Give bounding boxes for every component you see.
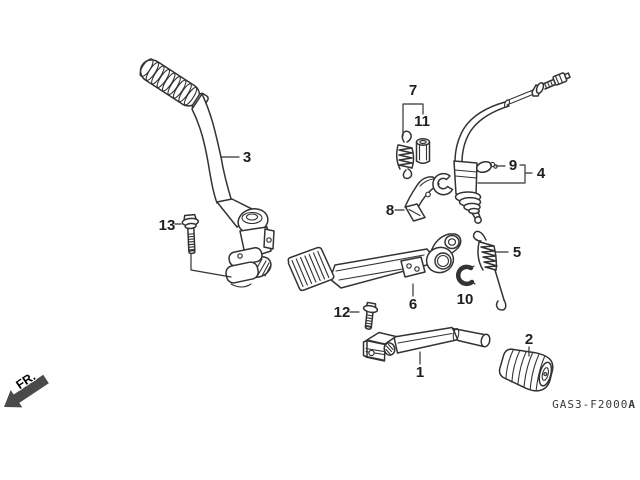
- ring-9-drawing: [475, 160, 498, 174]
- pedal-rubber-2-drawing: [498, 348, 554, 392]
- spring-7-drawing: [395, 130, 415, 180]
- callout-8: 8: [386, 202, 394, 219]
- return-spring-5-drawing: [472, 230, 507, 311]
- circlip-10-drawing: [455, 264, 476, 287]
- part-code-main: GAS3-F2000: [552, 398, 628, 411]
- callout-leader-lines: [174, 103, 533, 365]
- callout-4: 4: [537, 165, 546, 182]
- kick-starter-arm-drawing: [139, 58, 275, 288]
- brake-switch-assembly-4-drawing: [453, 72, 571, 224]
- front-arrow-icon: [4, 374, 49, 408]
- callout-7: 7: [409, 82, 417, 99]
- callout-2: 2: [525, 331, 533, 348]
- part-code: GAS3-F2000A: [552, 398, 636, 411]
- callout-10: 10: [457, 291, 474, 308]
- gear-change-pedal-1-drawing: [362, 326, 491, 362]
- part-code-suffix: A: [628, 398, 636, 411]
- callout-13: 13: [159, 217, 176, 234]
- collar-11-drawing: [415, 138, 431, 164]
- bolt-12-drawing: [362, 301, 379, 330]
- stopper-arm-8-drawing: [404, 172, 454, 222]
- front-direction-indicator: FR.: [4, 368, 49, 408]
- callout-1: 1: [416, 364, 424, 381]
- callout-5: 5: [513, 244, 521, 261]
- callout-9: 9: [509, 157, 517, 174]
- bolt-13-drawing: [181, 213, 200, 255]
- brake-pedal-6-drawing: [287, 233, 462, 292]
- callout-3: 3: [243, 149, 251, 166]
- callout-12: 12: [334, 304, 351, 321]
- callout-11: 11: [414, 113, 430, 130]
- callout-6: 6: [409, 296, 417, 313]
